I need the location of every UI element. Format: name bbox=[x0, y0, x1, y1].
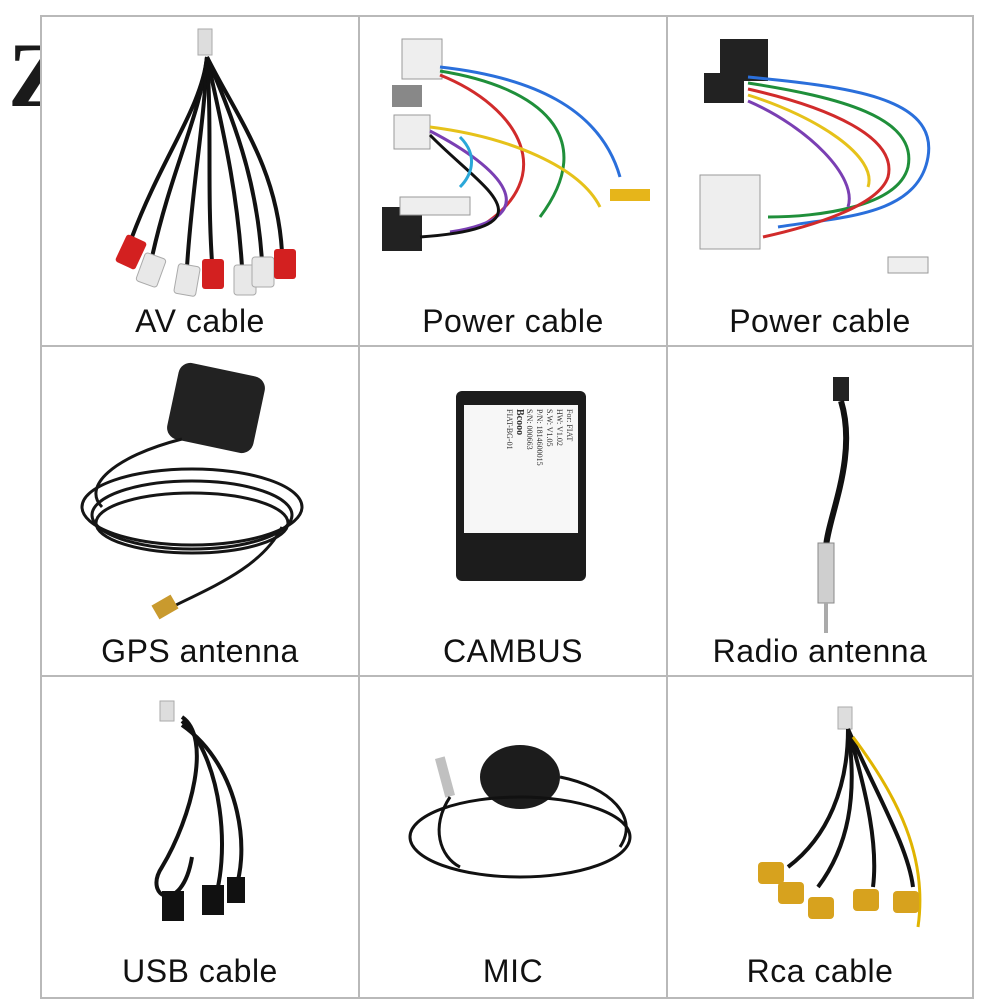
product-label: CAMBUS bbox=[443, 633, 583, 669]
microphone-image bbox=[408, 745, 632, 879]
gps-antenna-image bbox=[80, 362, 304, 620]
av-cable-image bbox=[115, 28, 296, 297]
box-hw: HW: V1.02 bbox=[555, 409, 564, 446]
product-cell-cambus: For: FIAT HW: V1.02 S.W: V1.05 P/N: 1814… bbox=[358, 345, 668, 677]
cambus-box-label: For: FIAT HW: V1.02 S.W: V1.05 P/N: 1814… bbox=[464, 405, 578, 533]
box-model: FIAT-BG-01 bbox=[505, 409, 514, 450]
box-pn: P/N: 1814600015 bbox=[535, 409, 544, 466]
product-cell-radio-antenna: Radio antenna bbox=[666, 345, 974, 677]
product-label: Rca cable bbox=[746, 953, 894, 989]
power-harness-image bbox=[382, 38, 650, 251]
box-sw: S.W: V1.05 bbox=[545, 409, 554, 447]
box-for: For: FIAT bbox=[565, 409, 574, 442]
radio-antenna-adapter-image bbox=[817, 377, 850, 633]
box-brand: Bcooo bbox=[514, 409, 525, 436]
canbus-box-image bbox=[456, 391, 586, 581]
product-cell-power-cable-2: Power cable bbox=[666, 15, 974, 347]
product-label: Power cable bbox=[729, 303, 911, 339]
product-cell-power-cable-1: Power cable bbox=[358, 15, 668, 347]
usb-cable-image bbox=[154, 700, 245, 921]
product-label: GPS antenna bbox=[101, 633, 299, 669]
rca-cable-image bbox=[758, 706, 922, 928]
product-label: AV cable bbox=[135, 303, 265, 339]
product-cell-rca-cable: Rca cable bbox=[666, 675, 974, 999]
product-label: USB cable bbox=[122, 953, 278, 989]
product-label: Radio antenna bbox=[712, 633, 928, 669]
box-sn: S/N: 000663 bbox=[525, 409, 534, 450]
power-harness-image bbox=[699, 39, 931, 274]
product-grid: AV cable Power cable bbox=[40, 15, 974, 999]
product-cell-gps-antenna: GPS antenna bbox=[40, 345, 360, 677]
product-cell-mic: MIC bbox=[358, 675, 668, 999]
product-cell-usb-cable: USB cable bbox=[40, 675, 360, 999]
product-cell-av-cable: AV cable bbox=[40, 15, 360, 347]
product-label: Power cable bbox=[422, 303, 604, 339]
product-label: MIC bbox=[482, 953, 544, 989]
